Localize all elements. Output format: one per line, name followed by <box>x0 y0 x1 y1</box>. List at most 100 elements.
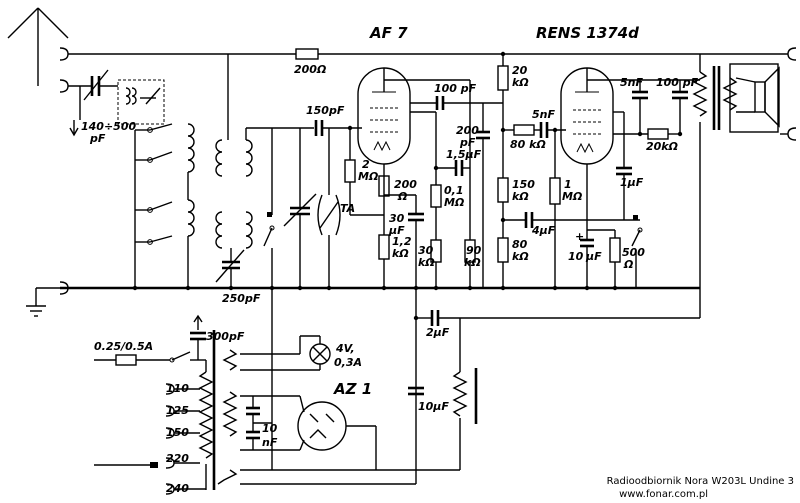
label-c-10nf-bot: nF <box>262 436 278 449</box>
capacitor-300pf <box>190 314 206 360</box>
capacitor-2uf <box>430 310 440 326</box>
label-r-30k-bot: kΩ <box>418 256 435 269</box>
resistor-500-ohm <box>609 237 621 263</box>
label-r-80k-h: 80 kΩ <box>510 138 546 151</box>
capacitor-5nf-a <box>539 122 549 138</box>
capacitor-200pf <box>476 103 490 288</box>
trimmer-capacitor[interactable] <box>283 128 317 288</box>
label-c-1uf: 1μF <box>620 176 644 189</box>
mains-transformer-secondaries <box>217 349 238 485</box>
label-c-300pf: 300pF <box>206 330 245 343</box>
label-c-140-500-unit: pF <box>89 132 106 145</box>
label-r-1-2k-bot: kΩ <box>392 247 409 260</box>
resistor-200-ohm-cathode <box>378 175 390 197</box>
resistor-200-ohm <box>295 48 319 60</box>
speaker-socket-2[interactable] <box>780 127 797 141</box>
label-c-150pf: 150pF <box>306 104 345 117</box>
wave-switch[interactable] <box>263 212 275 470</box>
antenna-socket-2[interactable] <box>59 79 92 93</box>
label-r-2m-bot: MΩ <box>358 170 378 183</box>
mains-transformer-primary <box>198 360 214 490</box>
capacitor-10uf-b <box>408 386 424 396</box>
resistor-20k <box>497 65 509 91</box>
label-r-20k-h: 20kΩ <box>646 140 678 153</box>
resistor-2m <box>344 159 356 183</box>
label-c-100pf-b: 100 pF <box>656 76 699 89</box>
label-c-4uf: 4μF <box>531 224 556 237</box>
label-fuse: 0.25/0.5A <box>94 340 153 353</box>
ground-symbol <box>26 281 69 317</box>
resistor-150k <box>497 177 509 203</box>
capacitor-1uf <box>616 166 632 176</box>
tube-label-az1: AZ 1 <box>333 380 372 398</box>
label-r-0-1m-bot: MΩ <box>444 196 464 209</box>
resistor-80k-horizontal <box>513 124 535 136</box>
trimmer-ta[interactable] <box>317 128 341 288</box>
label-r-90k-top: 90 <box>466 244 482 257</box>
label-c-1-5uf: 1,5μF <box>446 148 482 161</box>
label-c-10uf-a-top: 10 <box>568 250 584 263</box>
rf-coils-right <box>215 54 273 249</box>
label-c-10uf-a-bot: μF <box>585 250 602 263</box>
mains-fuse <box>94 354 170 366</box>
resistor-80k-vertical <box>497 237 509 263</box>
label-c-200pf-top: 200 <box>456 124 479 137</box>
tuning-capacitor-250pf[interactable] <box>215 248 245 288</box>
label-r-200c-top: 200 <box>394 178 417 191</box>
label-r-0-1m-top: 0,1 <box>444 184 464 197</box>
tube-az1 <box>297 395 377 470</box>
label-r-20k-top: 20 <box>512 64 528 77</box>
label-c-140-500: 140÷500 <box>81 120 136 133</box>
label-r-200: 200Ω <box>294 63 326 76</box>
label-c-100pf-a: 100 pF <box>434 82 477 95</box>
field-coil <box>452 318 478 470</box>
pilot-lamp <box>309 336 331 370</box>
label-r-2m-top: 2 <box>362 158 370 171</box>
label-r-1-2k-top: 1,2 <box>392 235 412 248</box>
capacitor-5nf-b <box>632 80 648 134</box>
capacitor-100pf-a <box>410 96 503 110</box>
label-ta: TA <box>340 202 355 215</box>
capacitor-150pf <box>314 120 324 136</box>
tone-switch[interactable] <box>631 215 643 288</box>
resistor-1-2k <box>378 234 390 260</box>
mains-switch[interactable] <box>169 351 206 363</box>
speaker-socket-1[interactable] <box>787 47 797 61</box>
label-c-5nf-a: 5nF <box>532 108 555 121</box>
speaker <box>729 63 780 133</box>
label-r-30k-top: 30 <box>418 244 434 257</box>
band-switch[interactable] <box>134 123 173 288</box>
label-c-250pf: 250pF <box>222 292 261 305</box>
label-lamp-top: 4V, <box>335 342 355 355</box>
label-c-200pf-bot: pF <box>459 136 476 149</box>
label-c-30uf-bot: μF <box>388 224 405 237</box>
resistor-1m <box>549 177 561 205</box>
label-r-90k-bot: kΩ <box>464 256 481 269</box>
label-c-30uf-top: 30 <box>389 212 405 225</box>
capacitor-1-5uf <box>436 160 470 176</box>
label-tap-220: 220 <box>166 452 189 465</box>
capacitor-100pf-b <box>672 80 688 134</box>
resistor-20k-horizontal <box>647 128 669 140</box>
label-r-80k-bot: kΩ <box>512 250 529 263</box>
label-tap-150: 150 <box>166 426 189 439</box>
antenna-trimmer-capacitor <box>69 69 118 137</box>
label-r-500-top: 500 <box>622 246 645 259</box>
resistor-0-1m <box>430 184 442 208</box>
caption-title: Radioodbiornik Nora W203L Undine 3 <box>607 476 794 487</box>
tube-label-rens: RENS 1374d <box>536 24 639 42</box>
capacitor-30uf <box>384 194 424 480</box>
antenna-socket-1[interactable] <box>59 47 228 61</box>
label-c-10nf-top: 10 <box>262 422 278 435</box>
caption-url: www.fonar.com.pl <box>619 489 708 500</box>
label-r-20k-bot: kΩ <box>512 76 529 89</box>
label-c-2uf: 2μF <box>426 326 450 339</box>
tube-label-af7: AF 7 <box>369 24 408 42</box>
label-r-500-bot: Ω <box>623 258 633 271</box>
label-tap-240: 240 <box>166 482 189 495</box>
voltage-selector[interactable] <box>94 383 206 495</box>
antenna-symbol <box>7 7 69 86</box>
label-c-5nf-b: 5nF <box>620 76 643 89</box>
label-r-150k-bot: kΩ <box>512 190 529 203</box>
